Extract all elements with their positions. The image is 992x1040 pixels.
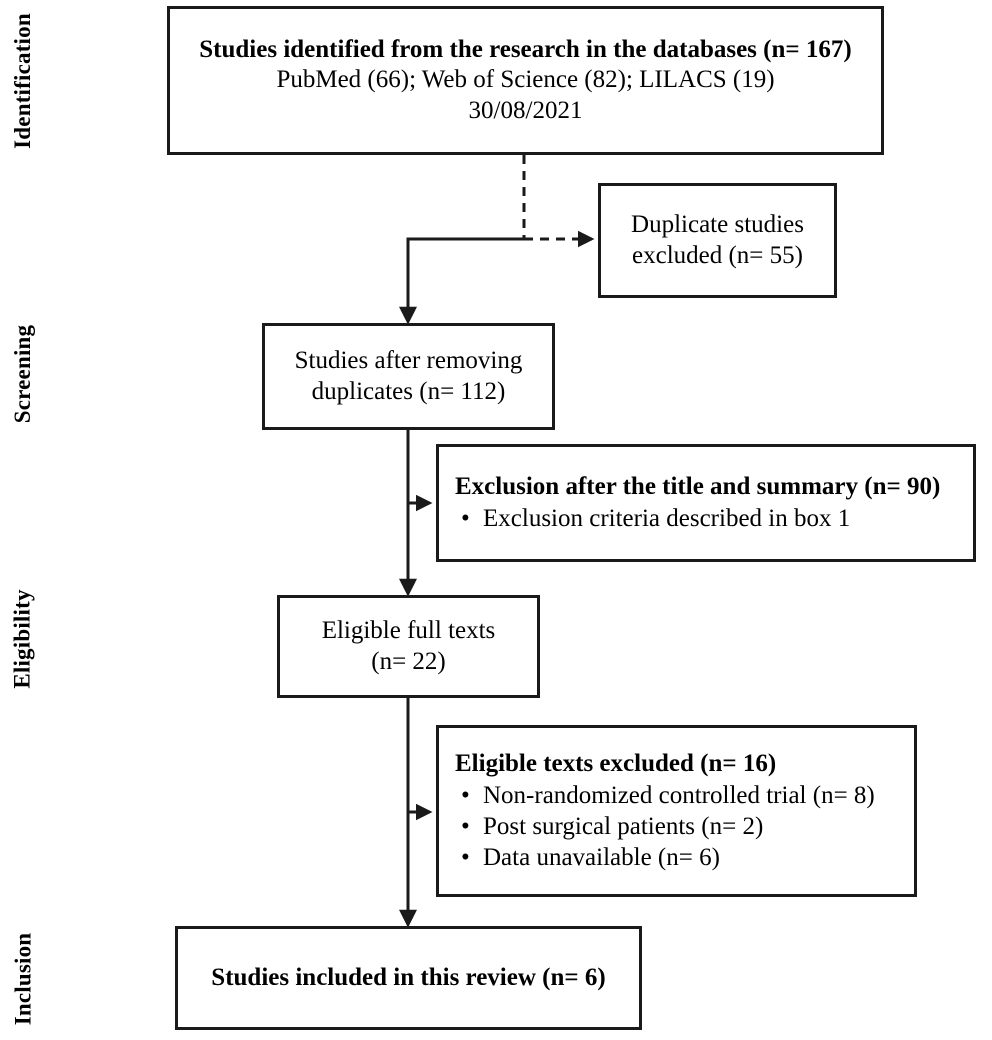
bullet-icon: • — [461, 781, 470, 809]
duplicate-studies-excluded-box: Duplicate studies excluded (n= 55) — [598, 183, 837, 298]
studies-identified-box: Studies identified from the research in … — [167, 6, 884, 155]
studies-identified-line-3: 30/08/2021 — [468, 96, 583, 124]
duplicate-studies-excluded-line-2: excluded (n= 55) — [632, 241, 803, 269]
eligible-texts-excluded-bullet-2-text: Post surgical patients (n= 2) — [483, 812, 764, 840]
studies-included-box: Studies included in this review (n= 6) — [175, 926, 642, 1030]
studies-identified-line-2: PubMed (66); Web of Science (82); LILACS… — [276, 66, 775, 94]
exclusion-title-summary-heading: Exclusion after the title and summary (n… — [455, 473, 941, 501]
bullet-icon: • — [461, 504, 470, 532]
studies-identified-line-1: Studies identified from the research in … — [199, 35, 852, 63]
stage-label-inclusion: Inclusion — [0, 924, 46, 1034]
eligible-texts-excluded-box: Eligible texts excluded (n= 16) • Non-ra… — [436, 725, 917, 897]
stage-label-identification-text: Identification — [10, 13, 36, 149]
eligible-full-texts-line-2: (n= 22) — [371, 647, 446, 675]
eligible-texts-excluded-bullet-1: • Non-randomized controlled trial (n= 8) — [439, 780, 875, 811]
duplicate-studies-excluded-line-1: Duplicate studies — [631, 211, 804, 238]
bullet-icon: • — [461, 843, 470, 871]
eligible-texts-excluded-bullet-2: • Post surgical patients (n= 2) — [439, 811, 763, 842]
stage-label-identification: Identification — [0, 6, 46, 156]
exclusion-title-summary-bullet-1-text: Exclusion criteria described in box 1 — [483, 504, 851, 532]
stage-label-screening-text: Screening — [10, 324, 36, 424]
eligible-texts-excluded-bullet-1-text: Non-randomized controlled trial (n= 8) — [483, 781, 875, 809]
exclusion-title-summary-bullet-1: • Exclusion criteria described in box 1 — [439, 503, 850, 534]
exclusion-title-summary-box: Exclusion after the title and summary (n… — [436, 444, 976, 562]
eligible-texts-excluded-bullet-3-text: Data unavailable (n= 6) — [483, 843, 720, 871]
after-duplicates-line-1: Studies after removing — [294, 347, 523, 374]
eligible-full-texts-box: Eligible full texts (n= 22) — [277, 595, 540, 698]
studies-after-removing-duplicates-box: Studies after removing duplicates (n= 11… — [262, 323, 555, 430]
edge-identified-to-after-duplicates — [399, 237, 524, 325]
stage-label-inclusion-text: Inclusion — [10, 932, 36, 1026]
bullet-icon: • — [461, 812, 470, 840]
studies-included-line-1: Studies included in this review (n= 6) — [211, 963, 606, 991]
eligible-texts-excluded-bullet-3: • Data unavailable (n= 6) — [439, 842, 720, 873]
stage-label-screening: Screening — [0, 310, 46, 438]
stage-label-eligibility: Eligibility — [0, 576, 46, 702]
after-duplicates-line-2: duplicates (n= 112) — [311, 377, 506, 405]
eligible-full-texts-line-1: Eligible full texts — [321, 617, 496, 644]
eligible-texts-excluded-heading: Eligible texts excluded (n= 16) — [455, 750, 777, 778]
stage-label-eligibility-text: Eligibility — [10, 589, 35, 689]
